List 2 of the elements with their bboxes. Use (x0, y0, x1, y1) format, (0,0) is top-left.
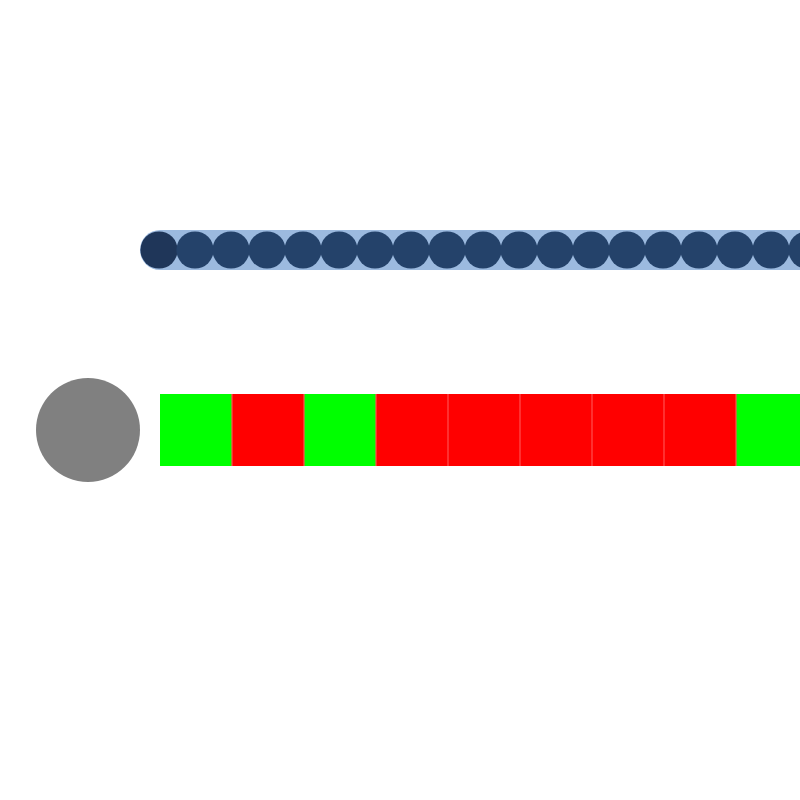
square-block-strip (160, 394, 800, 466)
bead-chain-bar (140, 230, 800, 270)
